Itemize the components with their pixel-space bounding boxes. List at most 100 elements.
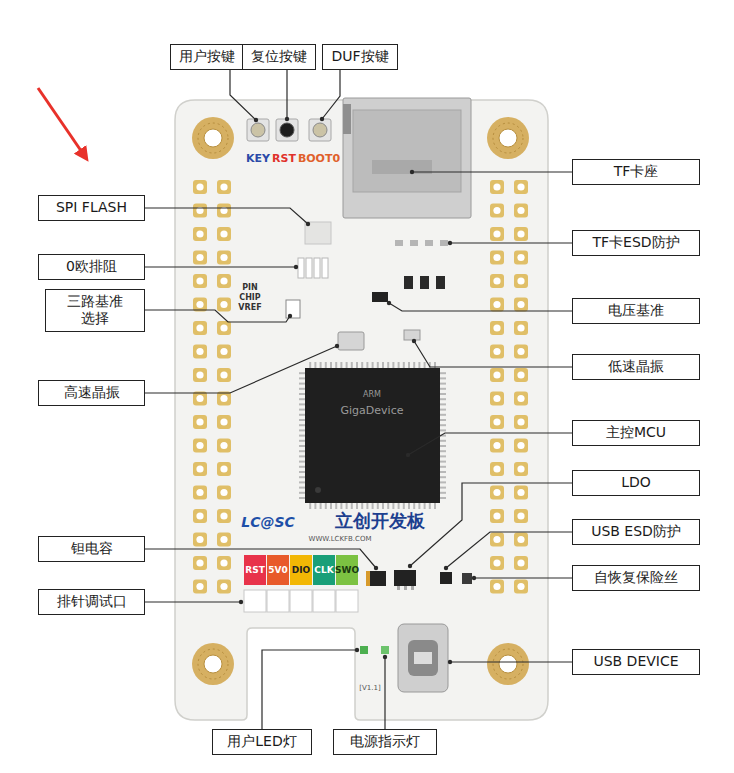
pin-pad: [514, 227, 528, 241]
header-pin: [193, 556, 207, 570]
chip-pin: [413, 503, 415, 509]
pin-pad: [193, 415, 207, 429]
callout-box: 钽电容: [38, 536, 145, 562]
pin-hole: [196, 230, 203, 237]
pin-pad: [217, 345, 231, 359]
callout-box: 用户按键: [170, 44, 244, 70]
pin-hole: [220, 371, 227, 378]
hole-center: [499, 655, 517, 673]
pin-hole: [220, 559, 227, 566]
pin-hole: [517, 559, 524, 566]
chip-pin: [403, 362, 405, 368]
button-cap: [251, 123, 265, 137]
resistor-array: [306, 258, 312, 278]
header-pin: [490, 345, 504, 359]
pin-pad: [490, 580, 504, 594]
chip-pin: [387, 362, 389, 368]
callout-label: 高速晶振: [47, 384, 136, 402]
pin-pad: [514, 368, 528, 382]
pin-hole: [493, 512, 500, 519]
pin-pad: [217, 204, 231, 218]
esd-chip: [436, 276, 445, 289]
pin-hole: [493, 324, 500, 331]
pin-pad: [193, 462, 207, 476]
pin-hole: [196, 301, 203, 308]
callout-box: 自恢复保险丝: [572, 565, 700, 591]
chip-pin: [408, 362, 410, 368]
header-pin: [490, 298, 504, 312]
chip-pin: [351, 503, 353, 509]
chip-pin: [377, 362, 379, 368]
pin-pad: [490, 462, 504, 476]
header-pin: [490, 509, 504, 523]
header-pin: [490, 368, 504, 382]
leader-dot: [412, 339, 416, 343]
pin-pad: [490, 392, 504, 406]
chip-pin: [320, 362, 322, 368]
header-pin: [514, 368, 528, 382]
chip-pin: [440, 424, 446, 426]
silkscreen-text: DIO: [292, 566, 310, 575]
leader-line: [408, 433, 572, 455]
pin-pad: [490, 368, 504, 382]
chip-pin: [299, 424, 305, 426]
callout-label: 用户LED灯: [221, 733, 303, 751]
pin-hole: [493, 301, 500, 308]
hole-ring: [198, 649, 228, 679]
pin-hole: [220, 536, 227, 543]
chip-pin: [440, 455, 446, 457]
header-pin: [490, 486, 504, 500]
header-pin: [217, 509, 231, 523]
pin-pad: [217, 180, 231, 194]
header-pin: [193, 251, 207, 265]
header-pin: [490, 415, 504, 429]
callout-box: 排针调试口: [38, 589, 145, 615]
header-pin: [217, 274, 231, 288]
silkscreen-text: VREF: [238, 304, 261, 312]
header-pin: [514, 298, 528, 312]
callout-box: 三路基准 选择: [45, 289, 145, 332]
pin-hole: [196, 183, 203, 190]
pin-pad: [514, 298, 528, 312]
pin-pad: [217, 533, 231, 547]
header-pin: [193, 204, 207, 218]
pin-pad: [193, 556, 207, 570]
leader-dot: [374, 566, 378, 570]
pin-pad: [514, 321, 528, 335]
callout-box: 0欧排阻: [38, 254, 145, 280]
pin-pad: [514, 556, 528, 570]
chip-pin: [408, 503, 410, 509]
pin-hole: [493, 395, 500, 402]
hs-crystal: [338, 332, 364, 350]
pin-pad: [514, 580, 528, 594]
chip-pin: [440, 388, 446, 390]
pin-pad: [514, 345, 528, 359]
chip-pin: [398, 362, 400, 368]
callout-label: 钽电容: [47, 540, 136, 558]
leader-dot: [285, 117, 289, 121]
mounting-hole: [487, 643, 529, 685]
chip-pin: [299, 476, 305, 478]
pin-hole: [196, 254, 203, 261]
pin-hole: [493, 418, 500, 425]
mounting-hole: [192, 117, 234, 159]
hole-ring: [493, 123, 523, 153]
button-cap: [313, 123, 327, 137]
pin-hole: [517, 442, 524, 449]
chip-pin: [320, 503, 322, 509]
chip-pin: [366, 362, 368, 368]
pin-hole: [220, 583, 227, 590]
leader-dot: [335, 344, 339, 348]
header-pin: [490, 180, 504, 194]
chip-pin: [299, 497, 305, 499]
header-pin: [217, 345, 231, 359]
pin-pad: [193, 533, 207, 547]
header-pin: [490, 274, 504, 288]
chip-pin: [424, 503, 426, 509]
pin-pad: [514, 439, 528, 453]
button-body: [276, 119, 298, 141]
chip-pin: [314, 362, 316, 368]
chip-pin: [299, 388, 305, 390]
leader-line: [145, 346, 337, 393]
silkscreen-text: WWW.LCKFB.COM: [308, 536, 371, 543]
